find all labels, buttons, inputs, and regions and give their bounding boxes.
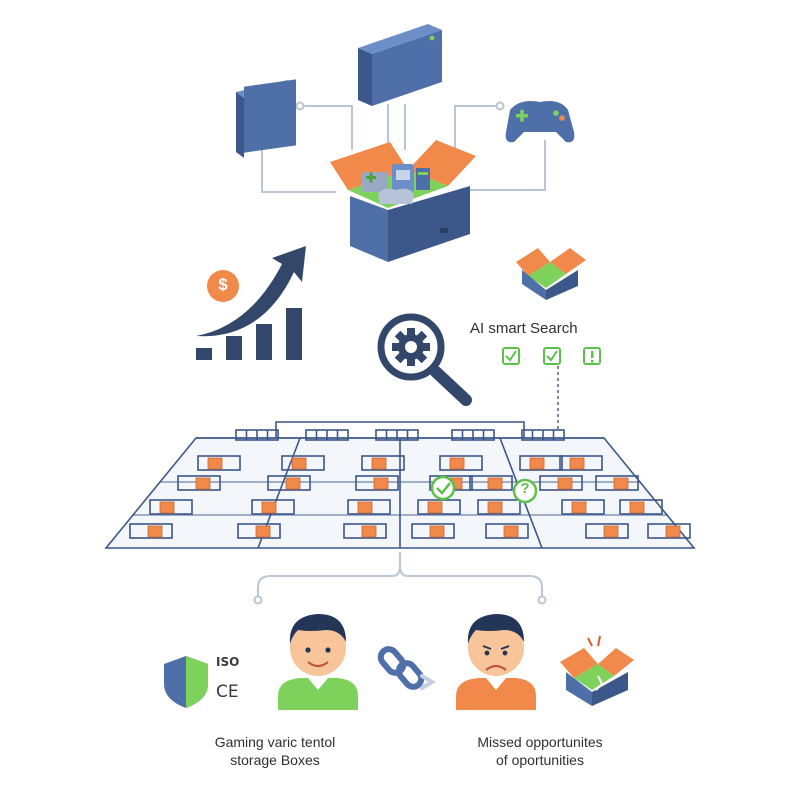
- shelf-unit: [177, 475, 221, 491]
- ai-smart-search-label: AI smart Search: [470, 320, 578, 337]
- shelf-unit: [595, 475, 639, 491]
- storage-box-on-shelf: [603, 525, 619, 538]
- iso-badge: ISO: [216, 655, 240, 669]
- search-check-box-2: [543, 347, 561, 365]
- storage-box-on-shelf: [371, 457, 387, 470]
- magnifier-gear-icon: [377, 313, 472, 406]
- shelf-unit: [519, 455, 563, 471]
- shelf-unit: [129, 523, 173, 539]
- shelf-unit: [267, 475, 311, 491]
- caption-right-line2: of oportunities: [496, 752, 584, 768]
- caption-right-line1: Missed opportunites: [477, 734, 603, 750]
- search-alert-box: [583, 347, 601, 365]
- storage-box-on-shelf: [557, 477, 573, 490]
- storage-box-on-shelf: [487, 477, 503, 490]
- shelf-unit: [411, 523, 455, 539]
- caption-left-line2: storage Boxes: [230, 752, 320, 768]
- shelf-unit: [347, 499, 391, 515]
- sad-person-icon: [456, 614, 536, 710]
- small-open-box-icon: [516, 248, 586, 300]
- shelf-unit: [585, 523, 629, 539]
- storage-box-on-shelf: [487, 501, 503, 514]
- shelf-unit: [477, 499, 521, 515]
- top-connectors: [261, 101, 546, 193]
- shelf-unit: [343, 523, 387, 539]
- shelf-unit: [149, 499, 193, 515]
- storage-box-on-shelf: [373, 477, 389, 490]
- damaged-box-icon: [560, 635, 634, 706]
- storage-box-on-shelf: [429, 525, 445, 538]
- shelf-unit: [417, 499, 461, 515]
- shelf-unit: [251, 499, 295, 515]
- storage-box-on-shelf: [569, 457, 585, 470]
- dollar-glyph: $: [218, 275, 228, 294]
- storage-box-on-shelf: [529, 457, 545, 470]
- question-glyph: ?: [520, 480, 530, 497]
- shelf-unit: [361, 455, 405, 471]
- storage-box-on-shelf: [207, 457, 223, 470]
- storage-box-on-shelf: [665, 525, 681, 538]
- storage-box-on-shelf: [261, 501, 277, 514]
- storage-box-on-shelf: [449, 457, 465, 470]
- storage-box-on-shelf: [285, 477, 301, 490]
- storage-box-on-shelf: [357, 501, 373, 514]
- central-storage-box-icon: [330, 140, 476, 262]
- gamepad-icon: [505, 101, 575, 143]
- storage-box-on-shelf: [427, 501, 443, 514]
- storage-box-on-shelf: [361, 525, 377, 538]
- shelf-unit: [469, 475, 513, 491]
- shelf-unit: [539, 475, 583, 491]
- console-left-icon: [236, 79, 296, 158]
- storage-box-on-shelf: [147, 525, 163, 538]
- shelf-grid: [129, 455, 691, 539]
- dollar-coin-icon: [207, 270, 239, 302]
- shelf-unit: [619, 499, 663, 515]
- storage-box-on-shelf: [255, 525, 271, 538]
- caption-right: Missed opportunites of oportunities: [440, 733, 640, 769]
- storage-box-on-shelf: [159, 501, 175, 514]
- warehouse-floor-plan: [104, 421, 696, 549]
- storage-box-on-shelf: [503, 525, 519, 538]
- caption-left: Gaming varic tentol storage Boxes: [175, 733, 375, 769]
- storage-box-on-shelf: [571, 501, 587, 514]
- found-check-marker: [430, 475, 456, 501]
- shelf-unit: [355, 475, 399, 491]
- happy-person-icon: [278, 614, 358, 710]
- shelf-unit: [237, 523, 281, 539]
- storage-box-on-shelf: [629, 501, 645, 514]
- shelf-unit: [281, 455, 325, 471]
- console-top-icon: [358, 24, 442, 106]
- unknown-question-marker: [512, 478, 538, 504]
- shelf-unit: [559, 455, 603, 471]
- shelf-unit: [561, 499, 605, 515]
- shelf-unit: [485, 523, 529, 539]
- caption-left-line1: Gaming varic tentol: [214, 734, 336, 750]
- broken-chain-icon: [377, 646, 436, 690]
- shelf-unit: [647, 523, 691, 539]
- growth-chart-icon: [196, 246, 306, 360]
- search-check-box-1: [502, 347, 520, 365]
- storage-box-on-shelf: [613, 477, 629, 490]
- shelf-unit: [197, 455, 241, 471]
- shield-icon: [164, 656, 208, 708]
- ce-badge: CE: [216, 682, 239, 702]
- storage-box-on-shelf: [291, 457, 307, 470]
- storage-box-on-shelf: [195, 477, 211, 490]
- bottom-connectors: [253, 552, 547, 605]
- shelf-unit: [439, 455, 483, 471]
- top-racks: [235, 429, 565, 441]
